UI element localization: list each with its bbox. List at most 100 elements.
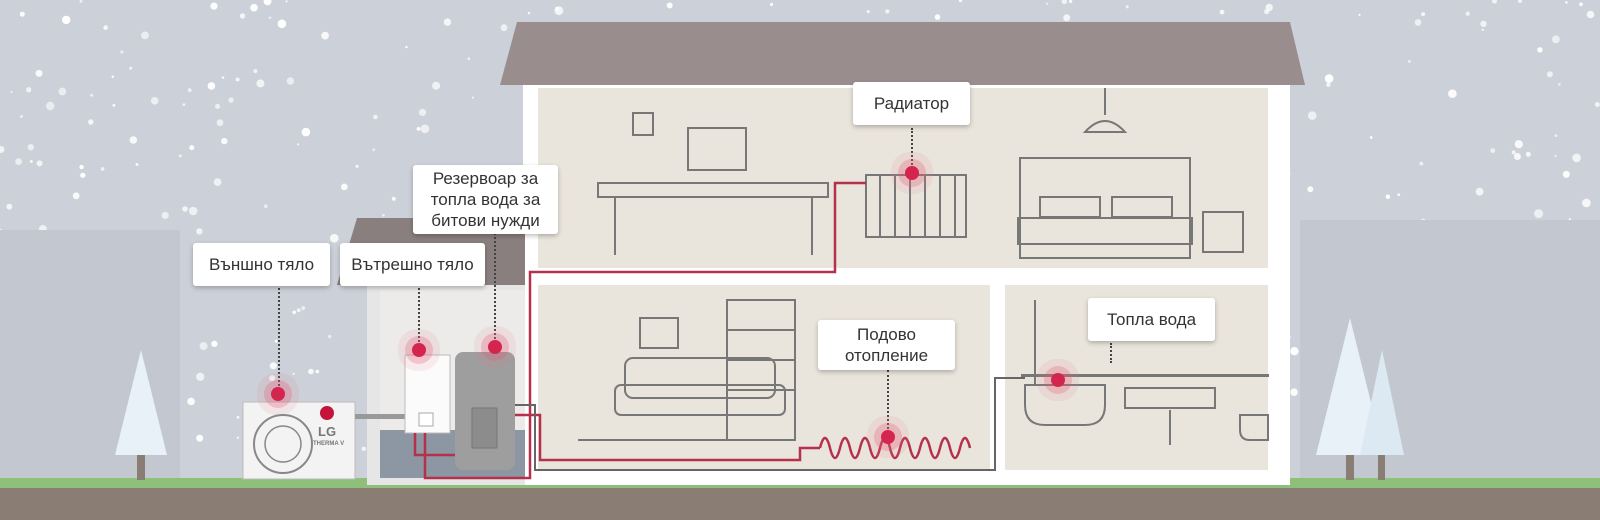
- snowflake: [1326, 82, 1331, 87]
- snowflake: [1525, 151, 1531, 157]
- snowflake: [554, 6, 564, 16]
- snowflake: [328, 334, 332, 339]
- hot-water-hotspot[interactable]: [1051, 373, 1065, 387]
- snowflake: [361, 446, 366, 451]
- snowflake: [1562, 170, 1570, 178]
- snowflake: [1465, 11, 1470, 16]
- snowflake: [471, 96, 474, 99]
- snowflake: [1554, 154, 1557, 158]
- snowflake: [1534, 209, 1544, 219]
- snowflake: [1579, 2, 1583, 7]
- snowflake: [235, 77, 240, 82]
- snowflake: [6, 203, 13, 210]
- floor-heating-label[interactable]: Подово отопление: [818, 320, 955, 370]
- snowflake: [1265, 3, 1273, 12]
- snowflake: [382, 213, 385, 217]
- snowflake: [1565, 1, 1568, 4]
- snowflake: [1448, 89, 1457, 98]
- snowflake: [373, 114, 378, 120]
- snowflake: [0, 146, 5, 153]
- snowflake: [330, 233, 339, 243]
- tank-hotspot[interactable]: [488, 340, 502, 354]
- snowflake: [769, 2, 774, 6]
- snowflake: [20, 115, 23, 118]
- snowflake: [19, 11, 25, 17]
- bed-icon: [1017, 88, 1244, 259]
- snowflake: [228, 97, 234, 103]
- snowflake: [372, 148, 376, 152]
- radiator-hotspot[interactable]: [905, 166, 919, 180]
- snowflake: [26, 87, 32, 93]
- snowflake: [467, 57, 471, 61]
- indoor-unit-hotspot[interactable]: [412, 343, 426, 357]
- snowflake: [1408, 60, 1411, 63]
- snowflake: [1046, 2, 1049, 5]
- snowflake: [420, 124, 430, 134]
- snowflake: [79, 0, 83, 3]
- snowflake: [885, 9, 890, 14]
- snowflake: [1475, 187, 1484, 196]
- snowflake: [268, 16, 272, 20]
- snowflake: [15, 158, 22, 166]
- house-roof: [500, 22, 1305, 85]
- snowflake: [187, 88, 192, 93]
- outdoor-unit-hotspot[interactable]: [271, 387, 285, 401]
- snowflake: [1397, 193, 1401, 197]
- snowflake: [256, 79, 265, 88]
- snowflake: [1219, 9, 1225, 15]
- lg-logo-text: LG: [318, 424, 337, 439]
- snowflake: [111, 75, 115, 78]
- snowflake: [221, 76, 225, 79]
- snowflake: [29, 160, 33, 163]
- snowflake: [61, 15, 71, 25]
- snowflake: [1537, 47, 1543, 53]
- snowflake: [286, 77, 295, 85]
- snowflake: [269, 375, 276, 382]
- snowflake: [58, 87, 67, 96]
- snowflake: [236, 415, 240, 419]
- leader-line: [1110, 343, 1112, 363]
- indoor-unit-display: [418, 412, 434, 427]
- hot-water-pipe: [515, 377, 1025, 471]
- snowflake: [112, 103, 116, 107]
- snowflake: [958, 0, 963, 3]
- snowflake: [196, 228, 203, 235]
- snowflake: [216, 119, 224, 127]
- snowflake: [308, 368, 314, 375]
- leader-line: [278, 288, 280, 394]
- snowflake: [35, 69, 43, 77]
- radiator-label[interactable]: Радиатор: [853, 82, 970, 125]
- snowflake: [103, 25, 108, 30]
- snowflake: [1369, 136, 1373, 139]
- snowflake: [129, 66, 133, 70]
- snowflake: [666, 2, 673, 9]
- soil: [0, 488, 1600, 520]
- indoor-unit-label[interactable]: Вътрешно тяло: [340, 243, 485, 286]
- snowflake: [215, 103, 221, 109]
- snowflake: [292, 310, 297, 315]
- snowflake: [1586, 10, 1595, 19]
- snowflake: [1490, 148, 1496, 154]
- outdoor-unit-label[interactable]: Външно тяло: [193, 243, 330, 286]
- snowflake: [46, 101, 55, 111]
- snowflake: [250, 3, 258, 12]
- snowflake: [934, 14, 941, 20]
- hot-water-label[interactable]: Топла вода: [1088, 298, 1215, 341]
- snowflake: [432, 81, 441, 90]
- tank-label[interactable]: Резервоар за топла вода за битови нужди: [413, 165, 558, 234]
- snowflake: [1554, 134, 1558, 138]
- snowflake: [1061, 0, 1067, 5]
- snowflake: [391, 196, 396, 201]
- snowflake: [135, 163, 139, 166]
- floor-heating-hotspot[interactable]: [881, 430, 895, 444]
- snowflake: [141, 31, 149, 40]
- snowflake: [1552, 35, 1560, 44]
- snowflake: [188, 206, 198, 216]
- snowflake: [1290, 388, 1298, 397]
- snowflake: [1125, 5, 1129, 9]
- snowflake: [196, 434, 204, 442]
- snowflake: [500, 24, 508, 32]
- snowflake: [90, 93, 94, 97]
- desk-icon: [597, 112, 829, 255]
- snowflake: [418, 108, 427, 116]
